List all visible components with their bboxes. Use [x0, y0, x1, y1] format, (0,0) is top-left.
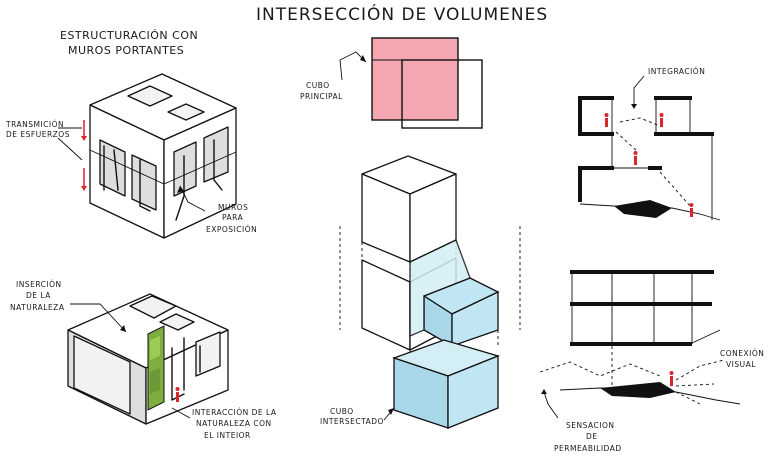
- label-intersectado-line2: INTERSECTADO: [320, 417, 384, 426]
- label-intersectado-line1: CUBO: [330, 407, 354, 416]
- label-interaccion-line2: NATURALEZA CON: [196, 419, 272, 428]
- label-conexion-line2: VISUAL: [726, 360, 756, 369]
- label-integracion: INTEGRACIÓN: [648, 67, 706, 76]
- structural-walls-axonometric: [57, 73, 237, 239]
- label-principal-line2: PRINCIPAL: [300, 92, 343, 101]
- label-conexion-line1: CONEXIÓN: [720, 349, 765, 358]
- label-muros-line1: MUROS: [218, 203, 249, 212]
- main-cube-pink: [371, 37, 459, 121]
- page-title: INTERSECCIÓN DE VOLUMENES: [256, 5, 549, 25]
- label-principal-line1: CUBO: [306, 81, 330, 90]
- label-interaccion-line3: EL INTEIOR: [204, 431, 251, 440]
- lower-section-visual-connection: [539, 270, 741, 419]
- structural-heading-line2: MUROS PORTANTES: [68, 44, 185, 57]
- structural-heading-line1: ESTRUCTURACIÓN CON: [60, 29, 199, 42]
- label-insercion-line1: INSERCIÓN: [16, 280, 62, 289]
- label-transmision-line2: DE ESFUERZOS: [6, 130, 70, 139]
- label-insercion-line2: DE LA: [26, 291, 51, 300]
- label-transmision-line1: TRANSMICIÓN: [6, 120, 65, 129]
- label-sensacion-line2: DE: [586, 432, 598, 441]
- stacked-cubes-axonometric: [339, 155, 521, 429]
- nature-insertion-axonometric: [67, 293, 229, 425]
- label-sensacion-line3: PERMEABILIDAD: [554, 444, 622, 453]
- label-insercion-line3: NATURALEZA: [10, 303, 65, 312]
- upper-section-integration: [578, 75, 721, 221]
- label-interaccion-line1: INTERACCIÓN DE LA: [192, 408, 277, 417]
- main-cube-plan: [339, 37, 483, 129]
- label-muros-line3: EXPOSICIÓN: [206, 225, 258, 234]
- label-sensacion-line1: SENSACION: [566, 421, 615, 430]
- label-muros-line2: PARA: [222, 213, 244, 222]
